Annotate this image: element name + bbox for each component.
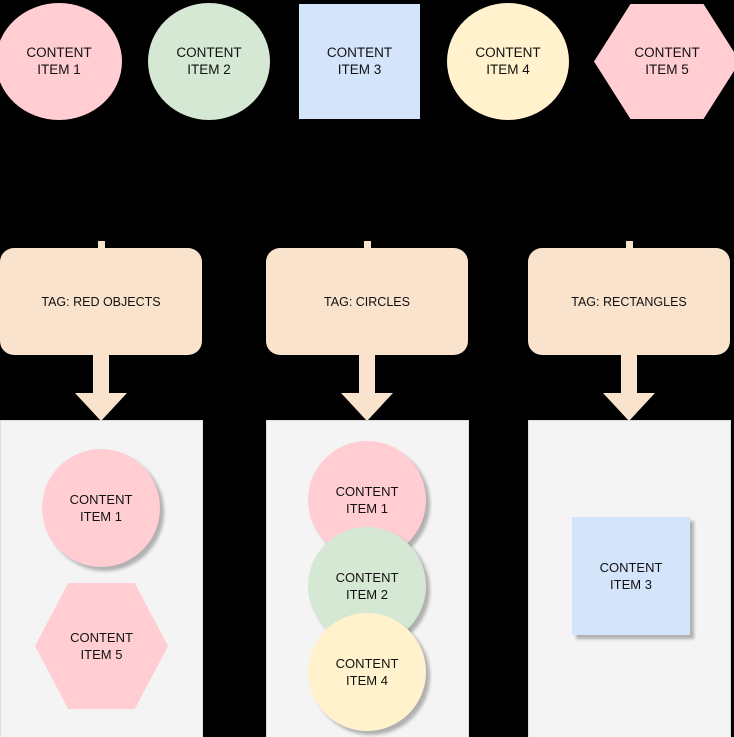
content-item-3-rectangle[interactable]: CONTENT ITEM 3 — [299, 4, 420, 119]
panel-circles: CONTENT ITEM 1 CONTENT ITEM 2 CONTENT ITEM… — [266, 420, 469, 737]
shape-label: CONTENT ITEM 2 — [176, 44, 242, 78]
arrow-head — [603, 393, 655, 421]
arrow-shaft — [93, 355, 109, 395]
shape-label: CONTENT ITEM 2 — [335, 569, 399, 602]
tag-box-3[interactable]: TAG: RECTANGLES — [528, 241, 730, 355]
shape-label: CONTENT ITEM 3 — [326, 44, 393, 78]
shape-label: CONTENT ITEM 1 — [69, 491, 133, 524]
arrow-head — [341, 393, 393, 421]
panel-red-objects-item-1-circle[interactable]: CONTENT ITEM 1 — [42, 449, 160, 567]
tag-box-1[interactable]: TAG: RED OBJECTS — [0, 241, 202, 355]
panel-red-objects: CONTENT ITEM 1 CONTENT ITEM 5 — [0, 420, 203, 737]
arrow-red-objects-down-arrow-icon — [75, 355, 127, 421]
panel-red-objects-item-2-hexagon[interactable]: CONTENT ITEM 5 — [35, 583, 168, 709]
tag-label: TAG: CIRCLES — [324, 294, 410, 309]
shape-label: CONTENT ITEM 1 — [335, 483, 399, 516]
tag-label: TAG: RECTANGLES — [571, 294, 687, 309]
panel-rectangles: CONTENT ITEM 3 — [528, 420, 731, 737]
arrow-rectangles-down-arrow-icon — [603, 355, 655, 421]
tag-box-2[interactable]: TAG: CIRCLES — [266, 241, 468, 355]
panel-circles-item-3-circle[interactable]: CONTENT ITEM 4 — [308, 613, 426, 731]
arrow-circles-down-arrow-icon — [341, 355, 393, 421]
shape-label: CONTENT ITEM 4 — [335, 655, 399, 688]
tag-label: TAG: RED OBJECTS — [41, 294, 161, 309]
shape-label: CONTENT ITEM 1 — [26, 44, 92, 78]
arrow-shaft — [621, 355, 637, 395]
content-item-2-circle[interactable]: CONTENT ITEM 2 — [148, 3, 270, 120]
content-item-1-circle[interactable]: CONTENT ITEM 1 — [0, 3, 122, 120]
shape-label: CONTENT ITEM 5 — [634, 44, 700, 78]
tag-connector-notch — [97, 241, 105, 250]
panel-rectangles-item-1-rectangle[interactable]: CONTENT ITEM 3 — [572, 517, 690, 635]
content-item-4-circle[interactable]: CONTENT ITEM 4 — [447, 3, 569, 120]
shape-label: CONTENT ITEM 4 — [475, 44, 541, 78]
tag-connector-notch — [625, 241, 633, 250]
content-item-5-hexagon[interactable]: CONTENT ITEM 5 — [594, 4, 734, 119]
shape-label: CONTENT ITEM 5 — [70, 629, 133, 662]
arrow-shaft — [359, 355, 375, 395]
shape-label: CONTENT ITEM 3 — [599, 559, 663, 592]
tag-connector-notch — [363, 241, 371, 250]
arrow-head — [75, 393, 127, 421]
